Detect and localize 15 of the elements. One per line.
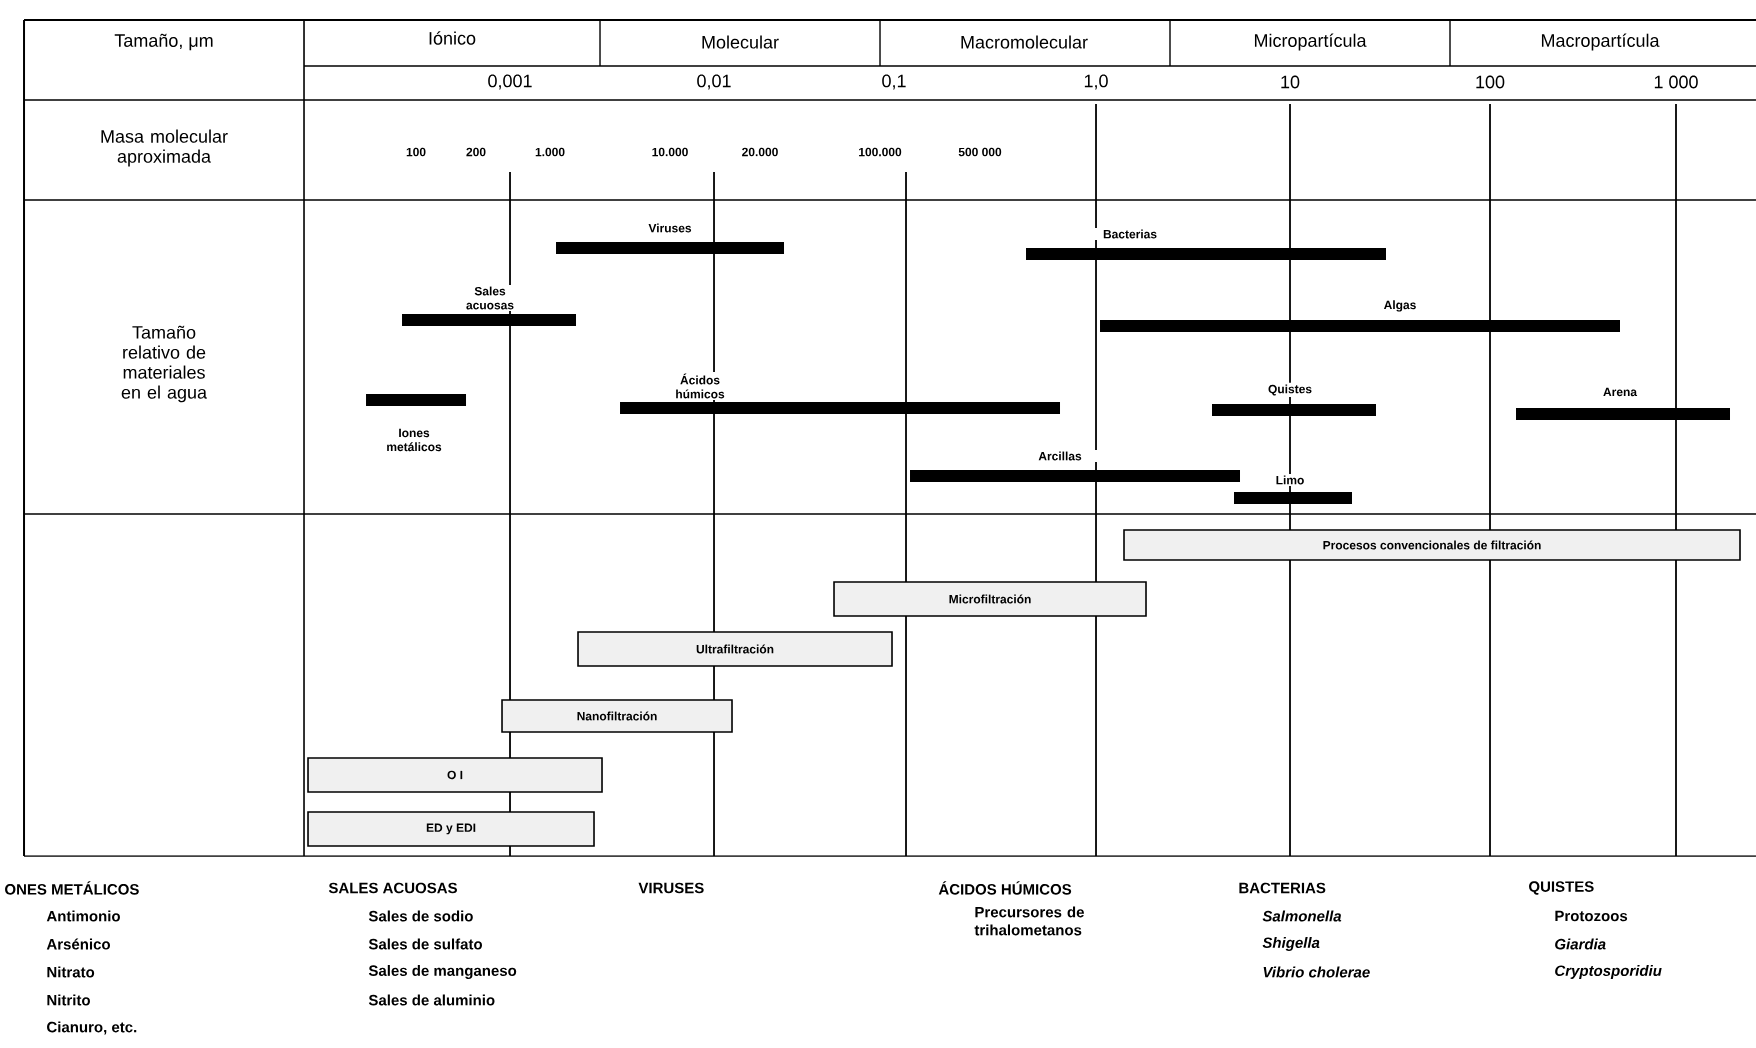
row-header: Masa molecular aproximada xyxy=(101,129,228,167)
column-header: Tamaño, μm xyxy=(114,33,213,51)
column-header: Micropartícula xyxy=(1254,33,1367,51)
scale-tick-label: 10 xyxy=(1278,73,1302,91)
row-header: Tamaño relativo de materiales en el agua xyxy=(121,325,207,403)
scale-tick-label: 0,01 xyxy=(694,72,734,92)
scale-tick-label: 100 xyxy=(1473,73,1507,91)
scale-tick-label: 1,0 xyxy=(1081,72,1111,92)
scale-tick-label: 0,001 xyxy=(485,72,535,92)
scale-tick-label: 1 000 xyxy=(1651,73,1701,91)
column-header: Molecular xyxy=(702,35,779,49)
scale-tick-label: 0,1 xyxy=(879,72,909,92)
column-header: Macromolecular xyxy=(961,35,1088,49)
column-header: Iónico xyxy=(429,31,476,45)
column-header: Macropartícula xyxy=(1541,33,1660,51)
